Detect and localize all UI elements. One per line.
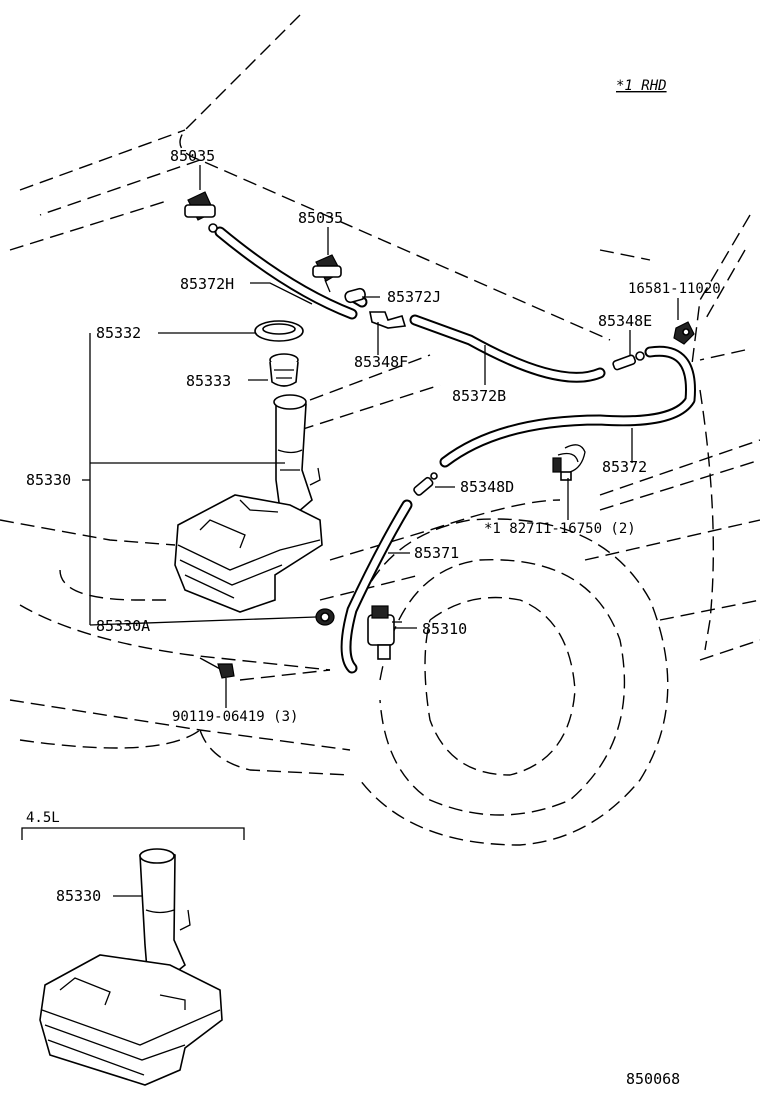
washer-tank-variant — [39, 848, 223, 1086]
note-rhd: *1 RHD — [616, 78, 667, 94]
label-85372: 85372 — [602, 458, 647, 476]
car-body-outline — [0, 14, 760, 846]
label-85372j: 85372J — [387, 288, 441, 306]
label-85310: 85310 — [422, 620, 467, 638]
diagram-code: 850068 — [626, 1070, 680, 1088]
label-85348d: 85348D — [460, 478, 514, 496]
label-85333: 85333 — [186, 372, 231, 390]
grommet-85330a — [315, 608, 335, 626]
washer-hoses — [214, 226, 696, 674]
label-85372b: 85372B — [452, 387, 506, 405]
label-85372h: 85372H — [180, 275, 234, 293]
label-85330a: 85330A — [96, 617, 150, 635]
label-85035-b: 85035 — [298, 209, 343, 227]
leader-lines — [21, 165, 679, 897]
labels: *1 RHD 85035 85035 85372H 85372J 16581-1… — [26, 78, 721, 1088]
label-85348f: 85348F — [354, 353, 408, 371]
washer-tank-85330 — [174, 394, 323, 613]
hose-85372j — [344, 287, 366, 304]
strainer-85333 — [269, 353, 299, 387]
label-85371: 85371 — [414, 544, 459, 562]
bolt-90119-06419 — [199, 657, 235, 679]
joint-85348f — [369, 311, 407, 329]
clip-16581-11020 — [673, 321, 695, 345]
label-85330: 85330 — [26, 471, 71, 489]
label-85330-variant: 85330 — [56, 887, 101, 905]
joint-85348e — [612, 351, 645, 371]
clamp-82711-16750 — [552, 444, 586, 481]
washer-nozzle-85035-a — [184, 191, 218, 233]
label-82711-16750: *1 82711-16750 (2) — [484, 521, 636, 537]
joint-85348d — [413, 472, 438, 496]
label-16581-11020: 16581-11020 — [628, 281, 721, 297]
cap-85332 — [254, 320, 304, 342]
pump-85310 — [367, 605, 402, 660]
label-85035-a: 85035 — [170, 147, 215, 165]
label-variant-4-5l: 4.5L — [26, 810, 60, 826]
label-85348e: 85348E — [598, 312, 652, 330]
washer-nozzle-85035-b — [312, 254, 342, 293]
label-85332: 85332 — [96, 324, 141, 342]
label-90119-06419: 90119-06419 (3) — [172, 709, 298, 725]
